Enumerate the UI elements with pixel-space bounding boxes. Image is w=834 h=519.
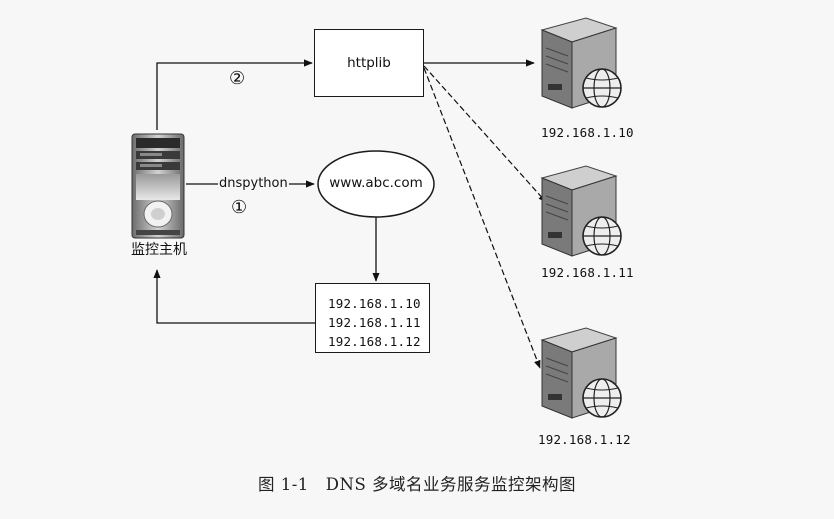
- server-globe-icon: [540, 17, 622, 109]
- edge-httplib-to-server-2: [423, 65, 547, 203]
- desktop-tower-icon: [131, 133, 185, 239]
- server-1-ip: 192.168.1.10: [541, 125, 634, 140]
- httplib-label: httplib: [347, 55, 391, 71]
- resolved-ip-2: 192.168.1.11: [328, 315, 421, 330]
- edge-label-dnspython: dnspython: [218, 176, 289, 191]
- server-3-ip: 192.168.1.12: [538, 432, 631, 447]
- domain-ellipse: [317, 150, 435, 218]
- edge-host-to-httplib: [156, 59, 313, 130]
- edge-iplist-to-host: [153, 269, 315, 324]
- server-globe-icon: [540, 327, 622, 419]
- domain-label: www.abc.com: [329, 175, 423, 191]
- server-globe-icon: [540, 165, 622, 257]
- step-2-marker: ②: [229, 68, 246, 89]
- edge-httplib-to-server-3: [423, 67, 541, 369]
- figure-caption: 图 1-1 DNS 多域名业务服务监控架构图: [257, 475, 577, 494]
- server-2-ip: 192.168.1.11: [541, 265, 634, 280]
- httplib-box: httplib: [314, 29, 424, 97]
- resolved-ip-list: 192.168.1.10 192.168.1.11 192.168.1.12: [315, 283, 430, 353]
- monitor-host-label: 监控主机: [131, 242, 187, 258]
- step-1-marker: ①: [231, 197, 248, 218]
- resolved-ip-1: 192.168.1.10: [328, 296, 421, 311]
- resolved-ip-3: 192.168.1.12: [328, 334, 421, 349]
